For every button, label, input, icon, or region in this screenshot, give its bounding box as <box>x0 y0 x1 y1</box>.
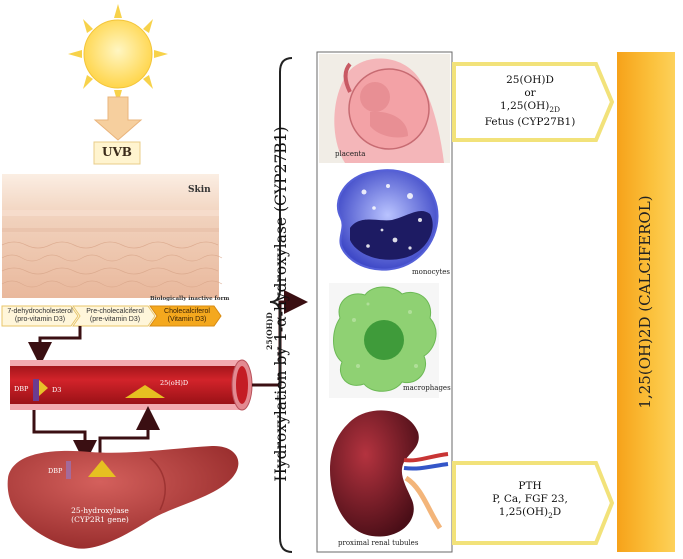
dbp-protein-icon <box>33 379 48 401</box>
biologically-inactive-label: Biologically inactive form <box>150 296 230 302</box>
liver-enzyme-label: 25-hydroxylase (CYP2R1 gene) <box>60 506 140 524</box>
kidney-illustration <box>330 410 449 537</box>
liver-to-blood-arrow <box>98 406 160 462</box>
blood-vessel <box>10 359 253 411</box>
step-1-line1: 7-dehydrocholesterol <box>7 308 73 315</box>
conversion-steps <box>1 305 222 327</box>
liver-dbp-label: DBP <box>48 467 63 475</box>
skin-illustration <box>1 174 223 298</box>
kidney-label: proximal renal tubules <box>338 539 419 547</box>
calciferol-label: 1,25(OH)2D (CALCIFEROL) <box>636 195 654 409</box>
placenta-label: placenta <box>335 150 366 158</box>
callout-bottom-line3-main: 1,25(OH) <box>498 506 549 518</box>
callout-top-line3: 1,25(OH)2D <box>462 100 598 116</box>
callout-bottom-line3: 1,25(OH)2D <box>462 506 598 522</box>
callout-bottom-line1: PTH <box>518 480 542 492</box>
callout-top-line4: Fetus (CYP27B1) <box>484 116 576 129</box>
sun-icon <box>68 4 168 104</box>
vessel-dbp-label: DBP <box>14 385 29 393</box>
callout-bottom-shape <box>452 461 615 545</box>
callout-top-line3-main: 1,25(OH) <box>500 100 550 112</box>
25ohd-triangle-icon <box>125 385 165 398</box>
step-3-line1: Cholecalciferol <box>164 308 210 315</box>
liver-25ohd-triangle-icon <box>88 460 116 477</box>
vessel-25ohd-label: 25(oH)D <box>160 379 189 387</box>
bracket <box>269 57 293 553</box>
blood-to-liver-arrow <box>32 410 97 464</box>
callout-bottom-line3-tail: D <box>552 506 562 518</box>
callout-top-line3-sub: 2D <box>549 105 560 115</box>
callout-top-shape <box>452 62 615 142</box>
callout-bottom-line2: P, Ca, FGF 23, <box>492 493 568 505</box>
monocytes-label: monocytes <box>412 268 450 276</box>
step-2-line1: Pre-cholecalciferol <box>86 308 144 315</box>
callout-top-line1: 25(OH)D <box>506 74 554 86</box>
placenta-illustration <box>319 54 450 164</box>
skin-to-blood-arrow <box>28 326 82 366</box>
step-3-label: Cholecalciferol (Vitamin D3) <box>155 308 219 324</box>
macrophages-label: macrophages <box>403 384 451 392</box>
step-2-label: Pre-cholecalciferol (pre-vitamin D3) <box>80 308 150 324</box>
step-1-label: 7-dehydrocholesterol (pro-vitamin D3) <box>6 308 74 324</box>
monocyte-illustration <box>336 169 439 271</box>
calciferol-bar <box>617 52 675 552</box>
hydroxylation-title: Hydroxylation by 1-α-hydroxylase (CYP27B… <box>272 126 290 482</box>
step-3-line2: (Vitamin D3) <box>167 316 207 323</box>
liver-illustration <box>7 445 239 549</box>
liver-enzyme-name: 25-hydroxylase <box>71 506 129 515</box>
uvb-box <box>93 141 141 165</box>
uvb-arrow-icon <box>93 96 143 141</box>
step-1-line2: (pro-vitamin D3) <box>14 316 66 323</box>
macrophage-illustration <box>329 283 439 398</box>
step-2-line2: (pre-vitamin D3) <box>89 316 141 323</box>
callout-bottom-line3-sub: 2 <box>548 511 553 521</box>
vessel-d3-label: D3 <box>52 386 62 394</box>
liver-enzyme-gene: (CYP2R1 gene) <box>71 515 129 524</box>
uvb-label: UVB <box>102 145 132 159</box>
callout-top-line2: or <box>524 87 536 99</box>
callout-top-text: 25(OH)D or 1,25(OH)2D Fetus (CYP27B1) <box>462 74 598 129</box>
liver-dbp-icon <box>66 461 71 479</box>
callout-bottom-text: PTH P, Ca, FGF 23, 1,25(OH)2D <box>462 480 598 522</box>
skin-label: Skin <box>188 185 211 195</box>
